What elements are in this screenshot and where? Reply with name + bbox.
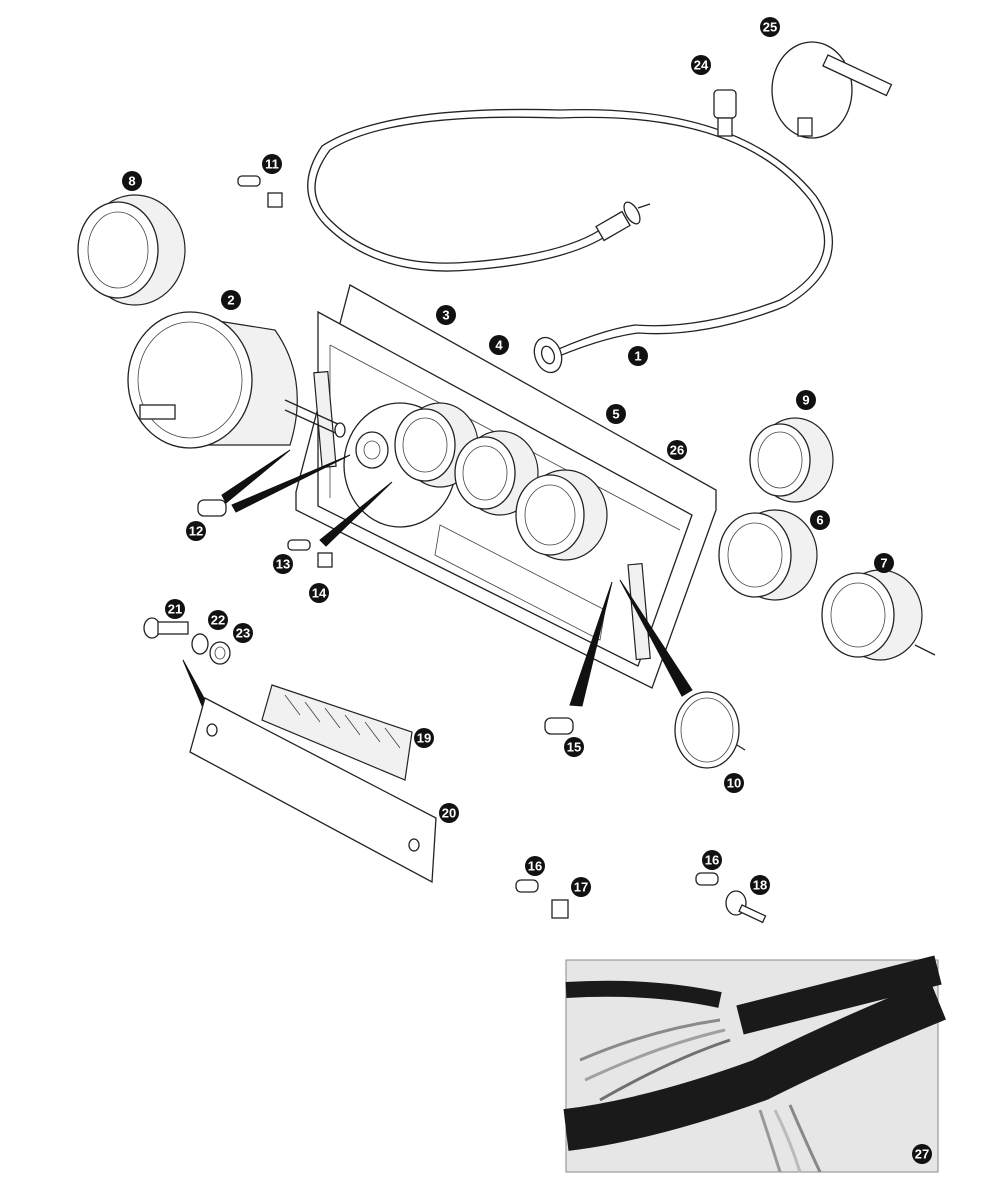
svg-text:16: 16: [528, 859, 542, 874]
callout-20: 20: [439, 803, 459, 823]
callout-21: 21: [165, 599, 185, 619]
cable-tie: [771, 41, 893, 139]
bezel-8: [77, 194, 186, 306]
svg-text:16: 16: [705, 853, 719, 868]
callout-18: 18: [750, 875, 770, 895]
printed-circuit: [261, 684, 413, 781]
callout-23: 23: [233, 623, 253, 643]
svg-text:17: 17: [574, 880, 588, 895]
bulb-15: [544, 717, 574, 735]
callout-9: 9: [796, 390, 816, 410]
callout-8: 8: [122, 171, 142, 191]
callout-15: 15: [564, 737, 584, 757]
callout-24: 24: [691, 55, 711, 75]
callout-26: 26: [667, 440, 687, 460]
callout-1: 1: [628, 346, 648, 366]
svg-text:25: 25: [763, 20, 777, 35]
callout-19: 19: [414, 728, 434, 748]
cable-clip: [713, 89, 737, 137]
svg-text:21: 21: [168, 602, 182, 617]
svg-text:5: 5: [612, 407, 619, 422]
callout-16b: 16: [702, 850, 722, 870]
fastener-set: [143, 617, 231, 665]
svg-text:2: 2: [227, 293, 234, 308]
svg-text:22: 22: [211, 613, 225, 628]
leader-wedges: [182, 449, 693, 721]
bulb-16-17: [515, 879, 569, 919]
svg-text:9: 9: [802, 393, 809, 408]
bulb-12: [197, 499, 227, 517]
svg-text:13: 13: [276, 557, 290, 572]
callout-7: 7: [874, 553, 894, 573]
callout-13: 13: [273, 554, 293, 574]
svg-text:4: 4: [495, 338, 503, 353]
svg-text:20: 20: [442, 806, 456, 821]
svg-text:12: 12: [189, 524, 203, 539]
callout-16a: 16: [525, 856, 545, 876]
wiring-harness-photo: [563, 955, 946, 1173]
bezel-9: [749, 417, 834, 503]
callout-5: 5: [606, 404, 626, 424]
speedometer-cable: [307, 108, 834, 374]
callout-14: 14: [309, 583, 329, 603]
gauge-4: [454, 430, 539, 516]
bulb-11: [237, 175, 283, 208]
svg-text:7: 7: [880, 556, 887, 571]
retaining-plate: [189, 697, 437, 884]
speedometer-gauge: [127, 311, 346, 449]
svg-text:19: 19: [417, 731, 431, 746]
gauge-7: [821, 569, 936, 661]
svg-text:10: 10: [727, 776, 741, 791]
svg-text:11: 11: [265, 157, 279, 172]
svg-text:27: 27: [915, 1147, 929, 1162]
callout-4: 4: [489, 335, 509, 355]
callout-10: 10: [724, 773, 744, 793]
callout-17: 17: [571, 877, 591, 897]
svg-text:6: 6: [816, 513, 823, 528]
callout-3: 3: [436, 305, 456, 325]
bulb-13: [287, 539, 333, 568]
callout-22: 22: [208, 610, 228, 630]
svg-text:3: 3: [442, 308, 449, 323]
callout-6: 6: [810, 510, 830, 530]
bulb-16-18: [695, 872, 767, 924]
svg-text:8: 8: [128, 174, 135, 189]
callout-27: 27: [912, 1144, 932, 1164]
svg-text:1: 1: [634, 349, 641, 364]
panel-connector: [355, 431, 389, 469]
callout-2: 2: [221, 290, 241, 310]
svg-text:15: 15: [567, 740, 581, 755]
gauge-5: [515, 469, 608, 561]
gauge-6: [718, 509, 818, 601]
svg-text:26: 26: [670, 443, 684, 458]
callout-12: 12: [186, 521, 206, 541]
svg-text:18: 18: [753, 878, 767, 893]
callout-25: 25: [760, 17, 780, 37]
lens-10: [674, 691, 746, 769]
callout-11: 11: [262, 154, 282, 174]
svg-text:14: 14: [312, 586, 327, 601]
svg-text:24: 24: [694, 58, 709, 73]
svg-text:23: 23: [236, 626, 250, 641]
